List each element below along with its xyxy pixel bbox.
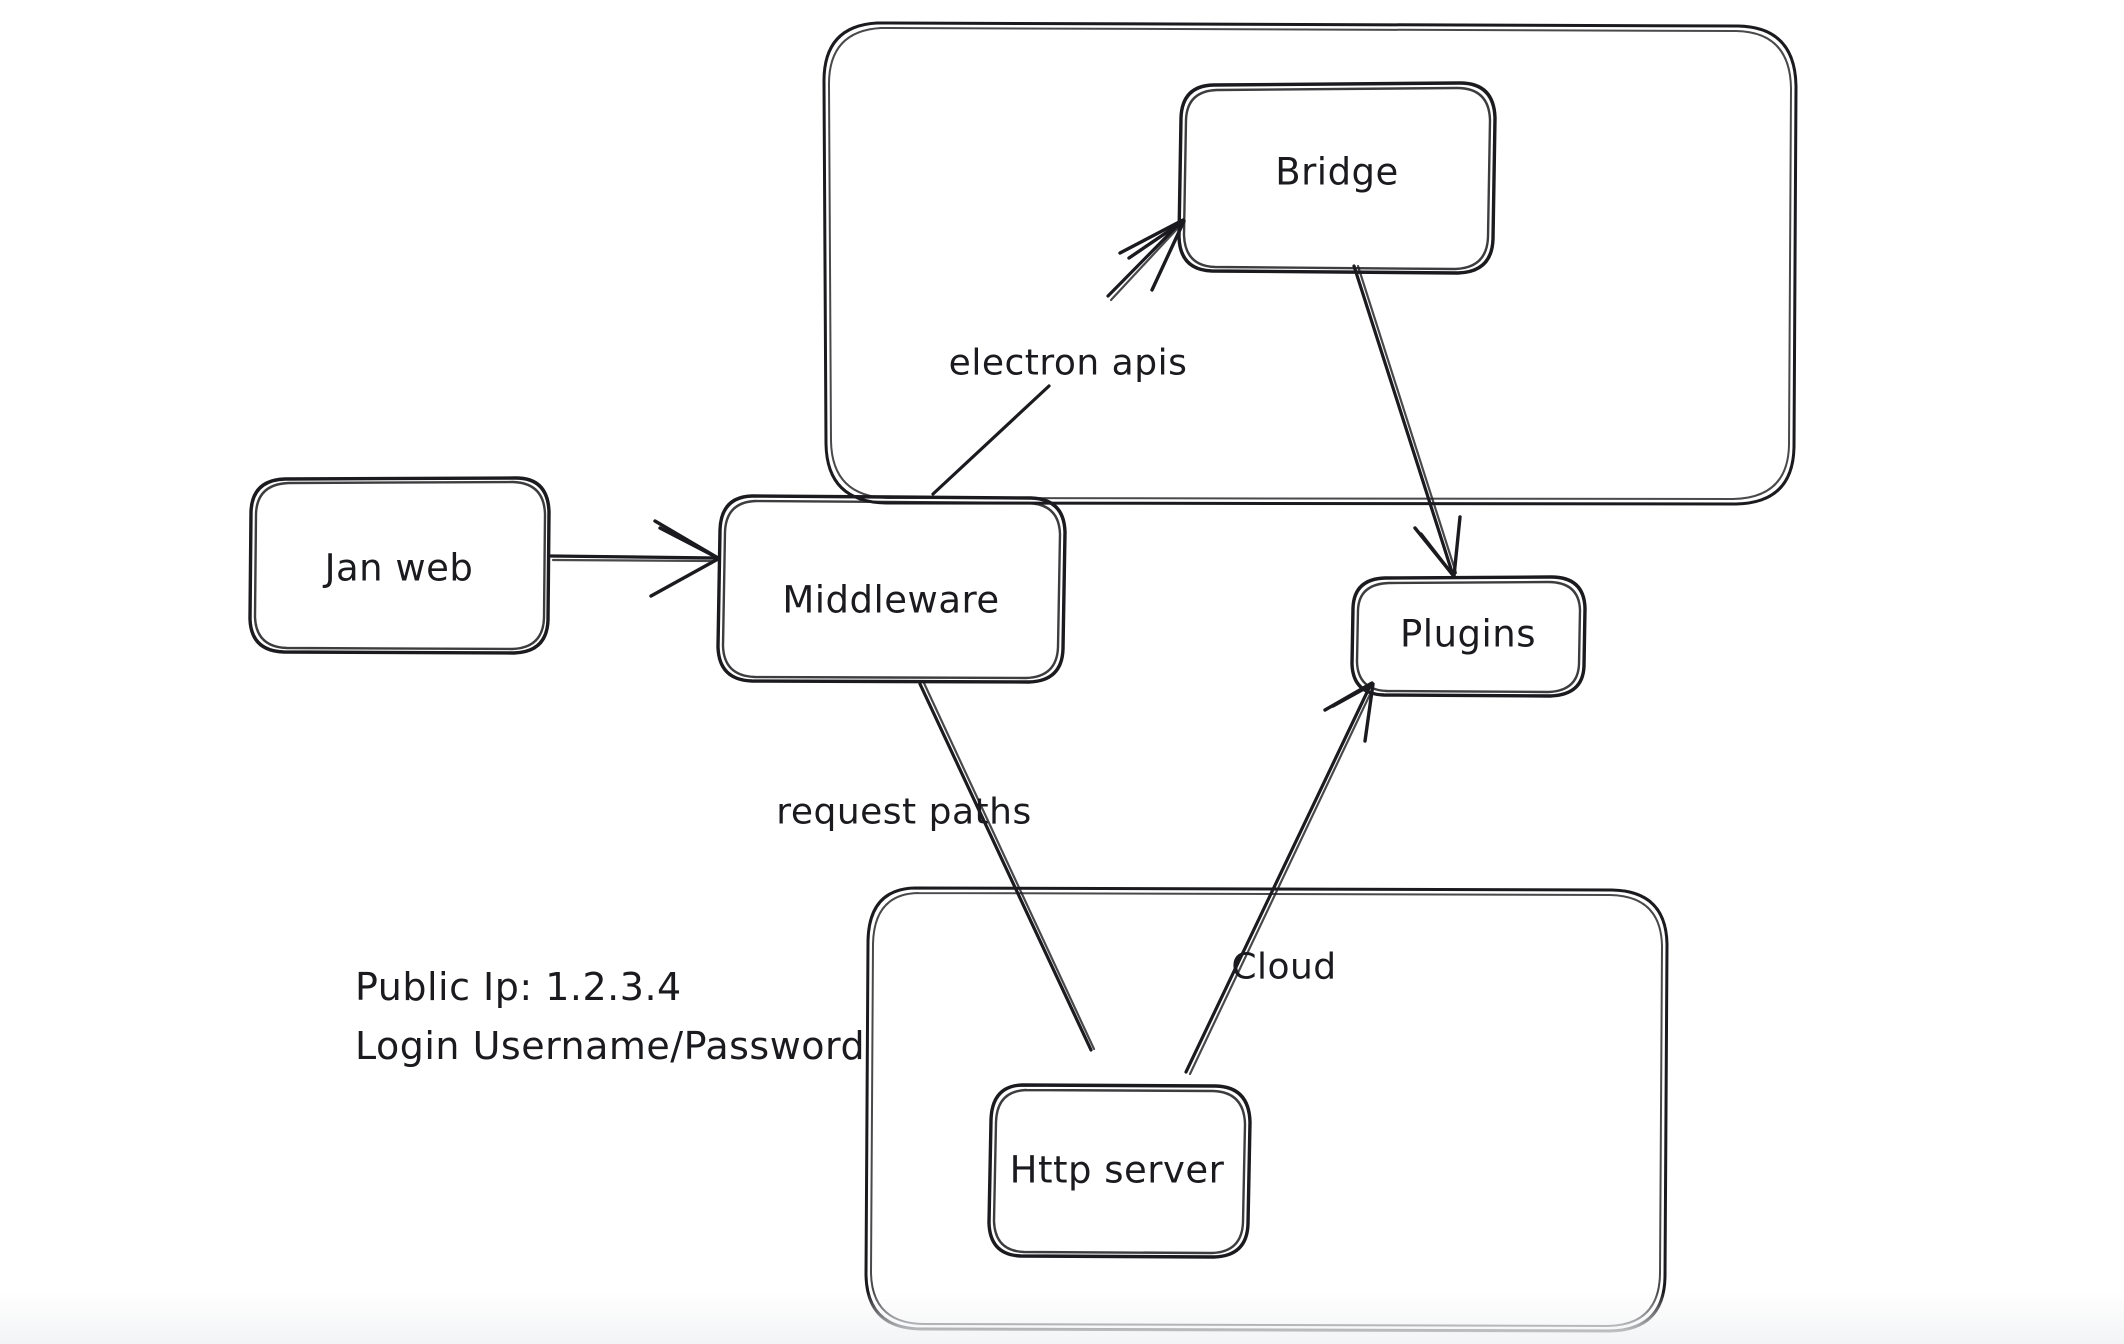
edge-http-server-to-plugins: [1184, 681, 1375, 1076]
node-middleware-shape: [716, 494, 1067, 684]
node-bridge-shape: [1177, 81, 1497, 275]
note-login-credentials: Login Username/Password: [355, 1024, 866, 1068]
container-desktop-shape: [822, 21, 1798, 506]
node-label-middleware[interactable]: Middleware: [782, 578, 1000, 622]
edge-jan-web-to-middleware: [549, 519, 720, 598]
node-label-jan-web[interactable]: Jan web: [324, 546, 474, 590]
note-public-ip: Public Ip: 1.2.3.4: [355, 965, 682, 1009]
node-label-plugins[interactable]: Plugins: [1399, 612, 1537, 656]
edge-label-electron-apis: electron apis: [948, 342, 1188, 384]
node-label-http-server[interactable]: Http server: [1009, 1148, 1225, 1192]
container-label-cloud: Cloud: [1231, 946, 1337, 988]
edge-bridge-to-plugins: [1352, 264, 1462, 578]
node-plugins-shape: [1350, 575, 1587, 698]
edge-middleware-to-bridge: [931, 218, 1186, 496]
container-label-desktop: Desktop: [0, 0, 1062, 22]
edge-middleware-to-http-server: [918, 681, 1096, 1052]
edge-label-request-paths: request paths: [776, 791, 1032, 833]
node-label-bridge[interactable]: Bridge: [1275, 150, 1399, 194]
node-http-server-shape: [987, 1083, 1252, 1259]
node-jan-web-shape: [248, 476, 551, 655]
